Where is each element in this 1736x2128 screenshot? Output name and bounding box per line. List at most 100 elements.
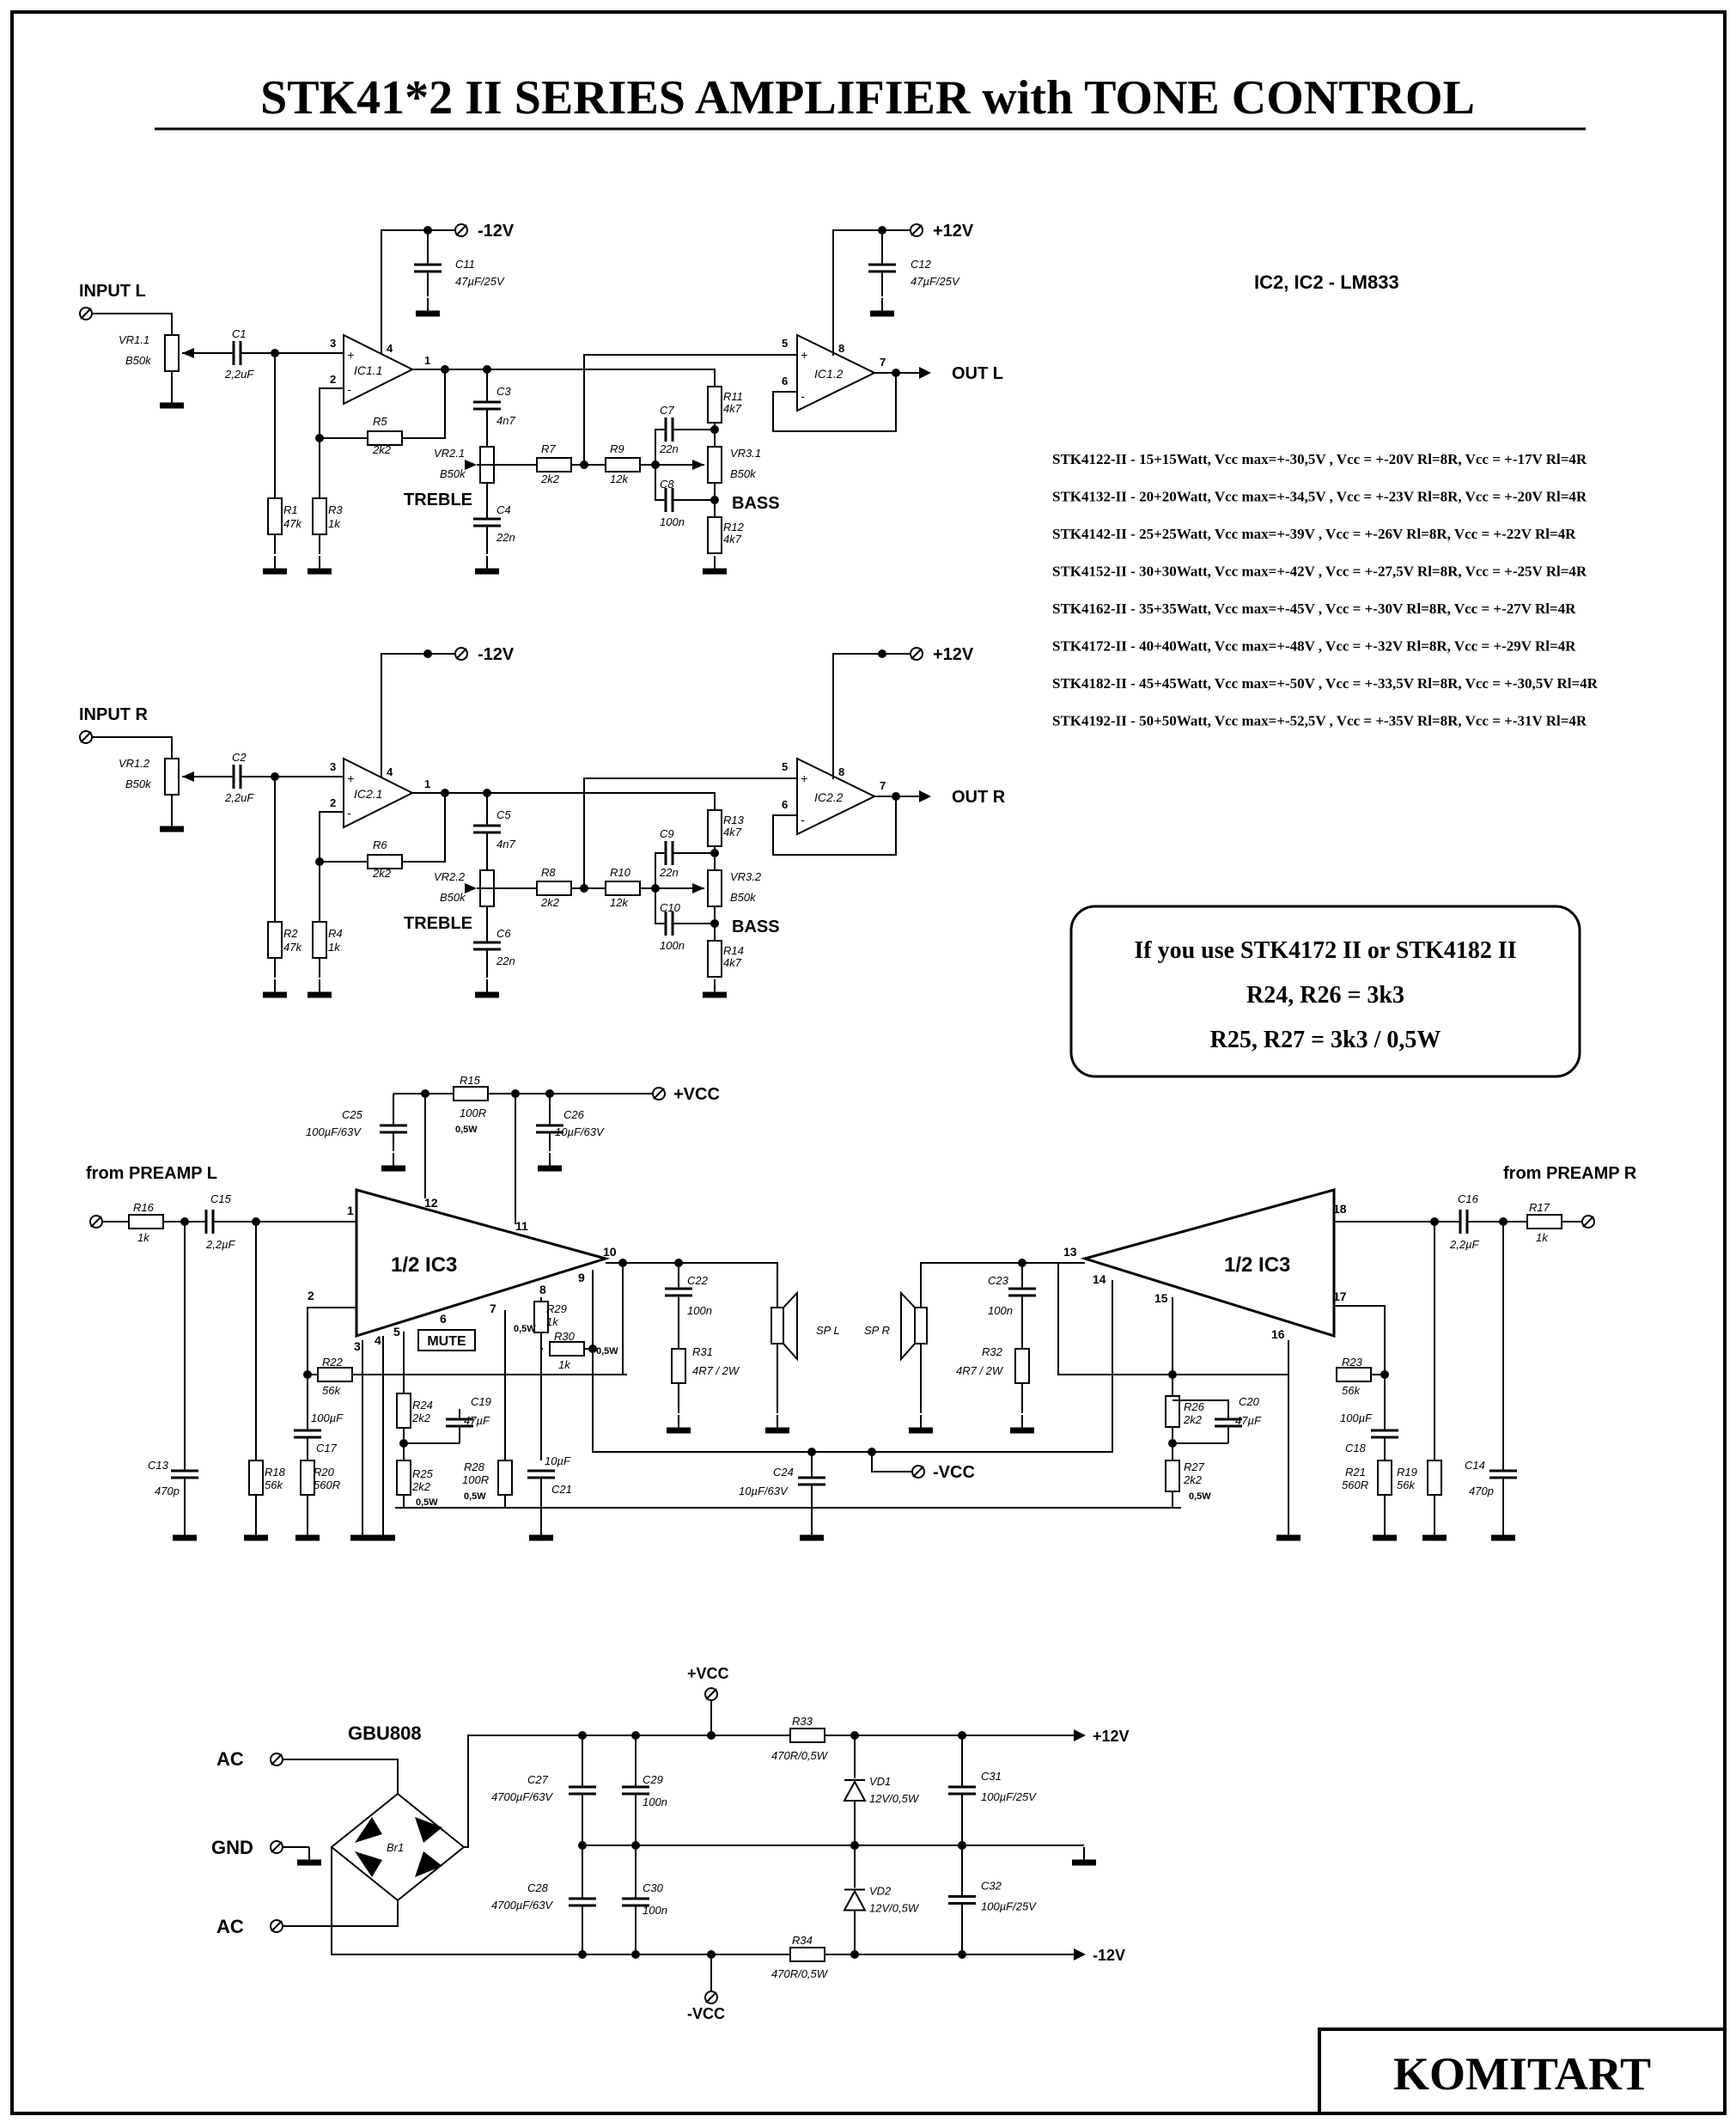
component-label: 0,5W bbox=[1189, 1491, 1211, 1502]
note-line-3: R25, R27 = 3k3 / 0,5W bbox=[1210, 1027, 1441, 1053]
arrow-icon bbox=[919, 367, 931, 379]
component-label: R17 bbox=[1529, 1201, 1550, 1214]
wire bbox=[271, 1753, 283, 1765]
component-label: R19 bbox=[1397, 1466, 1417, 1479]
rectifier-label: GBU808 bbox=[348, 1723, 422, 1744]
pin-label: 10 bbox=[603, 1245, 617, 1259]
component-label: 560R bbox=[314, 1479, 340, 1491]
junction-dot bbox=[423, 649, 432, 658]
component-label: R15 bbox=[460, 1074, 481, 1087]
component-label: 4k7 bbox=[723, 826, 742, 838]
spec-row: STK4132-II - 20+20Watt, Vcc max=+-34,5V … bbox=[1052, 489, 1587, 505]
component-label: R31 bbox=[692, 1345, 713, 1358]
wire bbox=[593, 1263, 624, 1375]
component-label: VD1 bbox=[869, 1775, 891, 1788]
component-label: VR3.2 bbox=[730, 870, 762, 883]
resistor bbox=[536, 457, 572, 473]
component-label: 7 bbox=[880, 356, 886, 369]
bass-label: BASS bbox=[732, 918, 780, 936]
component-label: 470p bbox=[155, 1485, 180, 1497]
component-label: 56k bbox=[1397, 1479, 1416, 1491]
resistor bbox=[396, 1460, 411, 1496]
component-label: + bbox=[801, 348, 807, 362]
rail-label: -12V bbox=[1093, 1947, 1125, 1964]
component-label: 12k bbox=[610, 473, 629, 485]
schematic-title: STK41*2 II SERIES AMPLIFIER with TONE CO… bbox=[260, 71, 1475, 125]
component-label: 100µF/25V bbox=[981, 1790, 1037, 1803]
wire bbox=[912, 1466, 924, 1478]
wire bbox=[592, 1280, 1113, 1453]
wiper-arrow bbox=[692, 883, 704, 893]
resistor bbox=[267, 921, 283, 959]
wire bbox=[653, 1088, 665, 1100]
component-label: 560R bbox=[1342, 1479, 1368, 1491]
junction-dot bbox=[878, 649, 886, 658]
wire bbox=[80, 731, 92, 743]
volume-potentiometer bbox=[164, 334, 180, 372]
wiper-arrow bbox=[465, 460, 477, 470]
wire bbox=[1334, 1305, 1386, 1430]
component-label: 0,5W bbox=[514, 1324, 536, 1334]
component-label: R4 bbox=[328, 927, 343, 940]
component-label: 1k bbox=[546, 1315, 559, 1328]
junction-dot bbox=[892, 792, 900, 801]
pin-label: 8 bbox=[539, 1283, 546, 1296]
rail-label: +12V bbox=[933, 645, 974, 664]
component-label: C27 bbox=[527, 1773, 549, 1786]
resistor bbox=[1427, 1460, 1442, 1496]
component-label: 4700µF/63V bbox=[491, 1899, 553, 1912]
component-label: R10 bbox=[610, 866, 631, 879]
component-label: 0,5W bbox=[464, 1491, 486, 1502]
component-label: R27 bbox=[1184, 1460, 1205, 1473]
op-amp-label: IC1.2 bbox=[814, 367, 844, 381]
component-label: C11 bbox=[455, 258, 475, 271]
component-label: R25 bbox=[412, 1467, 434, 1480]
junction-dot bbox=[710, 496, 719, 504]
component-label: 1 bbox=[424, 354, 430, 367]
tone-stage-left: INPUT LVR1.1B50kC12,2uFR147kIC1.1+-3241R… bbox=[79, 222, 1003, 575]
wire bbox=[871, 1452, 912, 1473]
component-label: 4 bbox=[387, 342, 393, 355]
component-label: 100n bbox=[660, 939, 685, 952]
input-label: INPUT R bbox=[79, 705, 149, 724]
component-label: R32 bbox=[982, 1345, 1003, 1358]
wire bbox=[381, 653, 455, 777]
component-label: C16 bbox=[1458, 1192, 1479, 1205]
wire bbox=[832, 229, 911, 356]
component-label: 100n bbox=[988, 1304, 1013, 1317]
component-label: 100n bbox=[643, 1796, 667, 1808]
op-amp bbox=[343, 333, 415, 405]
pin-label: 4 bbox=[375, 1333, 381, 1347]
component-label: B50k bbox=[440, 891, 466, 904]
component-label: R7 bbox=[541, 442, 556, 455]
component-label: C3 bbox=[496, 385, 511, 398]
component-label: 3 bbox=[330, 760, 336, 773]
diode-icon bbox=[415, 1851, 442, 1877]
wire bbox=[920, 1262, 1085, 1308]
resistor bbox=[707, 516, 722, 554]
component-label: 8 bbox=[838, 765, 844, 778]
resistor bbox=[396, 1393, 411, 1429]
component-label: 1k bbox=[328, 517, 341, 530]
component-label: R13 bbox=[723, 814, 745, 826]
component-label: R12 bbox=[723, 521, 745, 534]
spec-row: STK4192-II - 50+50Watt, Vcc max=+-52,5V … bbox=[1052, 713, 1587, 729]
resistor bbox=[605, 881, 641, 896]
component-label: C25 bbox=[342, 1108, 363, 1121]
component-label: B50k bbox=[440, 467, 466, 480]
wire bbox=[655, 465, 666, 501]
component-label: - bbox=[347, 806, 351, 820]
wire bbox=[709, 792, 716, 810]
input-label: from PREAMP R bbox=[1503, 1164, 1637, 1183]
resistor bbox=[536, 881, 572, 896]
input-label: from PREAMP L bbox=[86, 1164, 217, 1183]
component-label: 100n bbox=[643, 1904, 667, 1917]
component-label: C7 bbox=[660, 404, 674, 417]
resistor bbox=[1014, 1348, 1030, 1384]
wire bbox=[319, 811, 344, 862]
speaker-icon bbox=[771, 1307, 784, 1344]
component-label: 2k2 bbox=[1183, 1413, 1203, 1426]
resistor bbox=[1336, 1367, 1372, 1382]
component-label: 0,5W bbox=[596, 1346, 618, 1357]
